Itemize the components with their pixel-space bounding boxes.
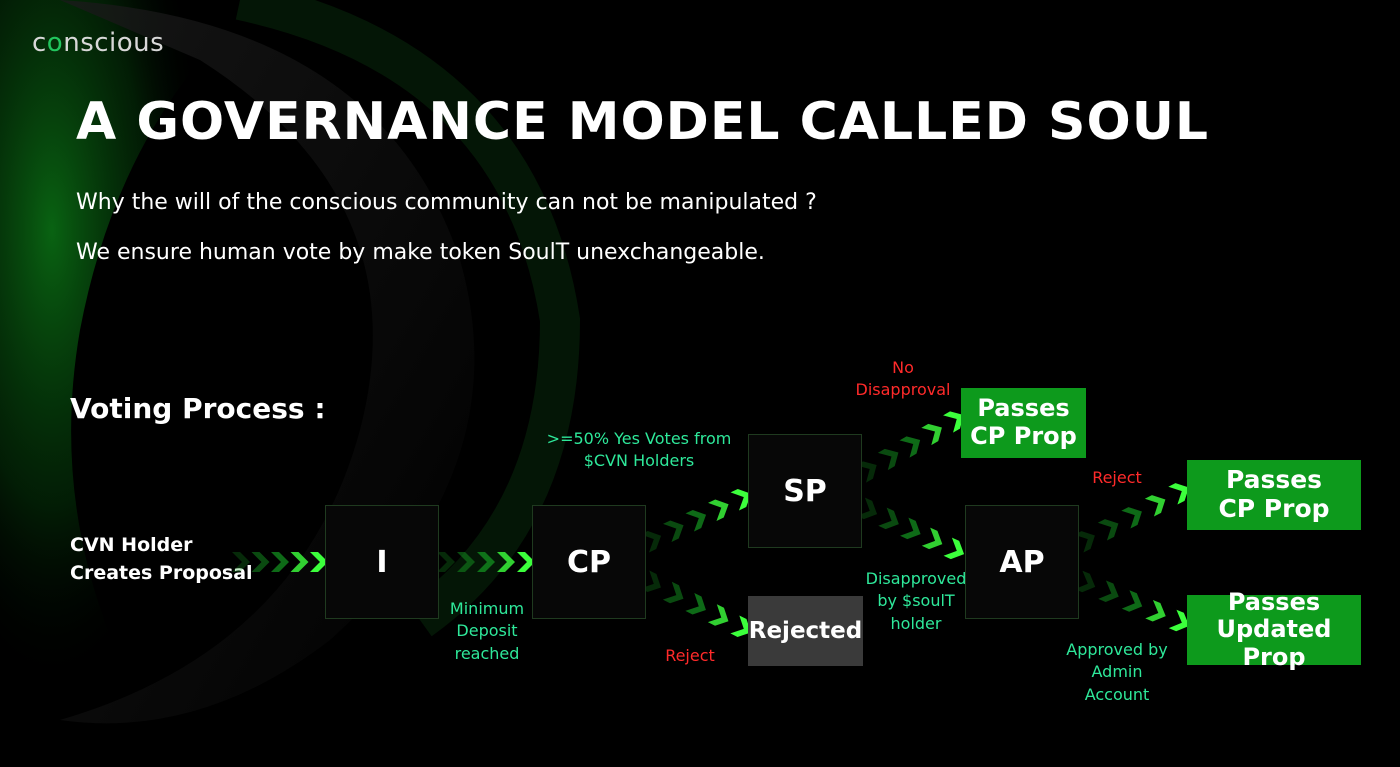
- chevron-icon: [943, 537, 965, 560]
- label-reject-cp: Reject: [665, 646, 715, 665]
- brand-logo: conscious: [32, 28, 164, 58]
- arrow-ap-to-passes-cp: [1074, 483, 1189, 553]
- arrow-i-to-cp: [437, 552, 535, 572]
- chevron-icon: [232, 552, 250, 572]
- label-line: by $soulT: [877, 591, 955, 611]
- arrow-cp-to-rejected: [640, 570, 751, 637]
- chevron-icon: [707, 604, 729, 626]
- chevron-icon: [497, 552, 515, 572]
- arrow-sp-to-passes: [856, 411, 964, 483]
- arrow-start-to-i: [232, 552, 328, 572]
- label-yes-votes: >=50% Yes Votes from $CVN Holders: [538, 428, 740, 473]
- chevron-icon: [900, 517, 921, 540]
- arrow-sp-to-ap: [856, 497, 965, 560]
- chevron-icon: [877, 448, 899, 471]
- chevron-icon: [271, 552, 289, 572]
- label-line: $CVN Holders: [583, 451, 695, 471]
- subtitle-question: Why the will of the conscious community …: [76, 190, 817, 215]
- chevron-icon: [1121, 507, 1142, 529]
- chevron-icon: [1074, 570, 1096, 593]
- chevron-icon: [1168, 483, 1189, 505]
- chevron-icon: [663, 520, 684, 542]
- label-reject-ap: Reject: [1092, 468, 1142, 487]
- chevron-icon: [1074, 531, 1095, 553]
- outcome-passes-cp-right: Passes CP Prop: [1187, 460, 1361, 530]
- chevron-icon: [685, 509, 707, 532]
- chevron-icon: [943, 411, 964, 433]
- chevron-icon: [457, 552, 475, 572]
- node-sp: SP: [748, 434, 862, 548]
- chevron-icon: [1098, 580, 1119, 602]
- label-line: holder: [890, 613, 942, 633]
- outcome-line1: Passes: [1225, 465, 1323, 495]
- label-line: Admin: [1091, 662, 1143, 682]
- chevron-icon: [899, 436, 921, 458]
- chevron-icon: [640, 530, 662, 553]
- logo-letter-o: o: [46, 28, 64, 58]
- outcome-line2: CP Prop: [1218, 494, 1330, 523]
- start-label: CVN Holder Creates Proposal: [70, 532, 253, 587]
- label-line: Account: [1084, 684, 1150, 704]
- label-line: Deposit: [456, 621, 518, 641]
- chevron-icon: [1144, 495, 1166, 517]
- node-i: I: [325, 505, 439, 619]
- chevron-icon: [856, 497, 878, 520]
- chevron-icon: [921, 527, 943, 550]
- outcome-line2: CP Prop: [970, 422, 1077, 450]
- section-title: Voting Process :: [70, 392, 326, 425]
- chevron-icon: [1097, 519, 1119, 541]
- subtitle-statement: We ensure human vote by make token SoulT…: [76, 240, 765, 265]
- start-label-line1: CVN Holder: [70, 534, 193, 556]
- outcome-line1: Passes: [1227, 587, 1321, 616]
- chevron-icon: [1145, 599, 1166, 622]
- outcome-passes-updated: Passes Updated Prop: [1187, 588, 1361, 671]
- chevron-icon: [477, 552, 495, 572]
- label-disapproved: Disapproved by $soulT holder: [862, 568, 970, 635]
- chevron-icon: [640, 570, 661, 592]
- chevron-icon: [878, 507, 899, 530]
- chevron-icon: [1121, 590, 1143, 612]
- chevron-icon: [730, 615, 751, 637]
- label-line: Disapproval: [855, 380, 951, 400]
- arrow-cp-to-sp: [640, 488, 752, 553]
- outcome-passes-cp-top: Passes CP Prop: [961, 388, 1086, 458]
- logo-text-post: nscious: [63, 28, 165, 58]
- label-line: Minimum: [449, 599, 525, 618]
- label-min-deposit: Minimum Deposit reached: [448, 598, 526, 665]
- arrow-ap-to-passes-updated: [1074, 570, 1190, 632]
- chevron-icon: [437, 552, 455, 572]
- label-line: reached: [454, 643, 520, 663]
- label-line: Disapproved: [865, 569, 967, 588]
- chevron-icon: [517, 552, 535, 572]
- label-line: No: [892, 358, 914, 377]
- start-label-line2: Creates Proposal: [70, 561, 253, 584]
- chevron-icon: [251, 552, 270, 572]
- chevron-icon: [730, 488, 752, 511]
- node-cp: CP: [532, 505, 646, 619]
- chevron-icon: [921, 423, 942, 446]
- chevron-icon: [290, 552, 309, 572]
- node-ap: AP: [965, 505, 1079, 619]
- page-title: A GOVERNANCE MODEL CALLED SOUL: [76, 92, 1210, 152]
- outcome-line1: Passes: [977, 394, 1070, 423]
- chevron-icon: [708, 499, 729, 521]
- chevron-icon: [685, 592, 706, 615]
- chevron-icon: [662, 581, 684, 604]
- label-line: Approved by: [1066, 640, 1168, 659]
- chevron-icon: [1168, 609, 1190, 632]
- chevron-icon: [310, 552, 328, 572]
- rejected-box: Rejected: [748, 596, 863, 666]
- outcome-line2: Updated Prop: [1216, 615, 1332, 671]
- label-no-disapproval: No Disapproval: [853, 357, 953, 402]
- logo-text-pre: c: [32, 28, 47, 58]
- label-approved: Approved by Admin Account: [1060, 639, 1174, 706]
- label-line: >=50% Yes Votes from: [546, 429, 732, 448]
